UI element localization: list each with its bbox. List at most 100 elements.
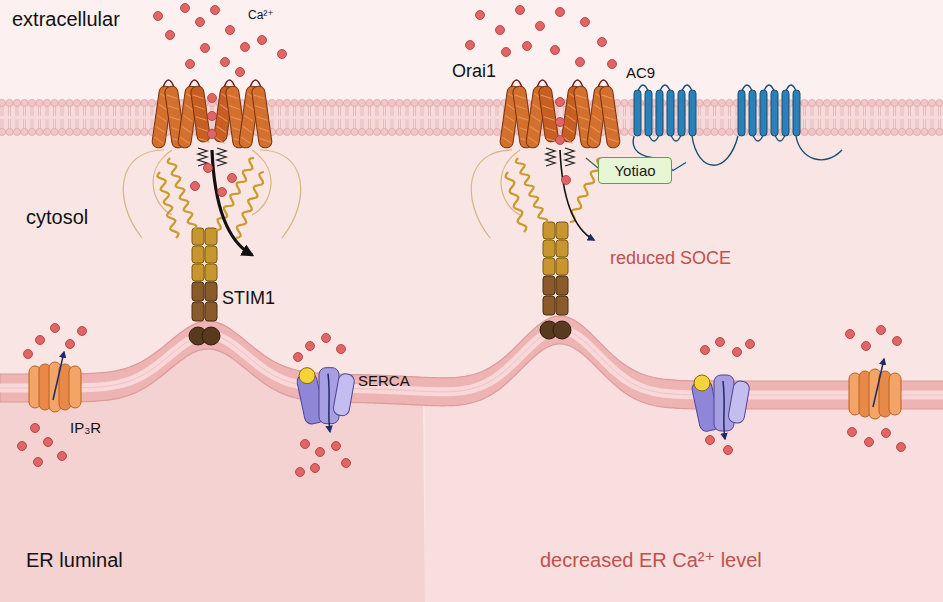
calcium-ion (24, 350, 33, 359)
calcium-ion (608, 60, 617, 69)
calcium-ion (311, 464, 320, 473)
calcium-ion (551, 46, 560, 55)
calcium-ion (301, 440, 310, 449)
protein-label: IP₃R (70, 419, 101, 436)
calcium-ion (476, 11, 485, 20)
calcium-ion (78, 327, 87, 336)
calcium-ion (556, 8, 565, 17)
calcium-ion (523, 42, 532, 51)
calcium-ion (897, 443, 906, 452)
calcium-ion (556, 118, 565, 127)
effect-label: reduced SOCE (610, 248, 731, 269)
calcium-ions (18, 4, 906, 477)
flux-arrow (212, 150, 252, 255)
calcium-ion (44, 438, 53, 447)
calcium-ion (181, 4, 190, 13)
calcium-ion (466, 41, 475, 50)
ip3r-channel (849, 359, 901, 419)
calcium-ion (278, 50, 287, 59)
calcium-ion (877, 326, 886, 335)
er-membrane (0, 316, 943, 409)
calcium-ion (221, 58, 230, 67)
calcium-ion (166, 31, 175, 40)
protein-label: STIM1 (222, 288, 275, 309)
calcium-ion (186, 60, 195, 69)
calcium-ion (204, 164, 213, 173)
region-label: extracellular (12, 8, 120, 31)
ip3r-channel (29, 352, 81, 412)
calcium-ion (862, 342, 871, 351)
calcium-ion (211, 6, 220, 15)
protein-label: AC9 (626, 64, 655, 81)
calcium-ion (218, 188, 227, 197)
calcium-ion (154, 12, 163, 21)
calcium-ion (848, 428, 857, 437)
calcium-ion (18, 442, 27, 451)
tether-line (586, 158, 598, 168)
flux-arrow (560, 150, 594, 240)
calcium-ion (556, 98, 565, 107)
stim1-protein (506, 158, 602, 339)
calcium-ion (516, 6, 525, 15)
calcium-ion (332, 442, 341, 451)
effect-label: decreased ER Ca²⁺ level (540, 549, 762, 572)
calcium-ion (716, 338, 725, 347)
calcium-ion (296, 468, 305, 477)
protein-label: Orai1 (452, 61, 496, 82)
calcium-ion (733, 348, 742, 357)
calcium-ion (306, 342, 315, 351)
calcium-ion (58, 452, 67, 461)
calcium-ion (706, 436, 715, 445)
er-lumen (0, 349, 425, 602)
calcium-ion (31, 424, 40, 433)
calcium-ion (746, 340, 755, 349)
calcium-ion (865, 438, 874, 447)
calcium-ion (201, 44, 210, 53)
calcium-ion (208, 94, 217, 103)
calcium-ion (228, 174, 237, 183)
calcium-ion (502, 48, 511, 57)
calcium-ion (724, 446, 733, 455)
calcium-ion (342, 459, 351, 468)
calcium-ion (226, 26, 235, 35)
calcium-ion (34, 458, 43, 467)
calcium-ion (581, 18, 590, 27)
ac9-cyclase (633, 85, 842, 165)
calcium-ion (191, 182, 200, 191)
serca-pump (691, 375, 751, 439)
calcium-ion (576, 58, 585, 67)
calcium-ion (598, 38, 607, 47)
calcium-ion (258, 36, 267, 45)
calcium-ion (208, 112, 217, 121)
calcium-ion (66, 340, 75, 349)
calcium-ion (36, 336, 45, 345)
calcium-ion (236, 68, 245, 77)
calcium-ion (556, 136, 565, 145)
calcium-ion (208, 130, 217, 139)
serca-pump (296, 368, 356, 432)
extracellular-ground (0, 0, 943, 102)
calcium-ion (846, 330, 855, 339)
region-label: ER luminal (26, 549, 123, 572)
calcium-ion (196, 18, 205, 27)
calcium-ion (294, 353, 303, 362)
calcium-ion (496, 26, 505, 35)
protein-label: SERCA (358, 372, 410, 389)
binding-protein-box: Yotiao (598, 157, 672, 184)
calcium-ion (316, 448, 325, 457)
calcium-ion (241, 43, 250, 52)
calcium-ion (536, 22, 545, 31)
calcium-ion (562, 176, 571, 185)
calcium-ion (51, 324, 60, 333)
node-text: Yotiao (614, 162, 655, 179)
plasma-membrane (0, 99, 943, 135)
calcium-ion (882, 429, 891, 438)
calcium-ion (322, 334, 331, 343)
ion-label: Ca²⁺ (248, 9, 274, 23)
calcium-ion (701, 346, 710, 355)
